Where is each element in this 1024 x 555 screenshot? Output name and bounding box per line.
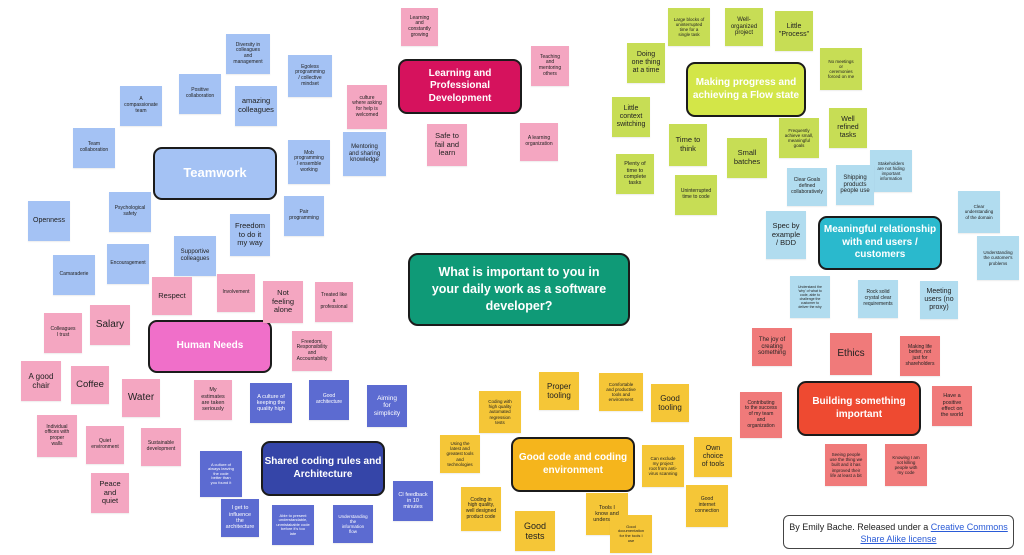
sticky-note-shipping-products-people-use[interactable]: Shipping products people use — [836, 165, 874, 205]
hub-teamwork[interactable]: Teamwork — [153, 147, 277, 200]
sticky-note-treated-like-a-professional[interactable]: Treated like a professional — [315, 282, 353, 322]
sticky-note-water[interactable]: Water — [122, 379, 160, 417]
sticky-note-making-life-better-not-just-for-sharehol[interactable]: Making life better, not just for shareho… — [900, 336, 940, 376]
sticky-note-respect[interactable]: Respect — [152, 277, 192, 315]
sticky-note-coding-with-high-quality-automated-regre[interactable]: Coding with high quality automated regre… — [479, 391, 521, 433]
license-link[interactable]: Creative Commons Share Alike license — [860, 522, 1008, 544]
sticky-note-i-get-to-influence-the-architecture[interactable]: I get to influence the architecture — [221, 499, 259, 537]
sticky-note-understanding-the-information-flow[interactable]: Understanding the information flow — [333, 505, 373, 543]
sticky-note-using-the-latest-and-greatest-tools-and-[interactable]: Using the latest and greatest tools and … — [440, 435, 480, 473]
sticky-note-good-tooling[interactable]: Good tooling — [651, 384, 689, 422]
sticky-note-well-organized-project[interactable]: Well- organized project — [725, 8, 763, 46]
sticky-note-own-choice-of-tools[interactable]: Own choice of tools — [694, 437, 732, 477]
sticky-note-a-compassionate-team[interactable]: A compassionate team — [120, 86, 162, 126]
sticky-note-have-a-positive-effect-on-the-world[interactable]: Have a positive effect on the world — [932, 386, 972, 426]
hub-meaningful[interactable]: Building something important — [797, 381, 921, 436]
sticky-note-salary[interactable]: Salary — [90, 305, 130, 345]
sticky-note-amazing-colleagues[interactable]: amazing colleagues — [235, 86, 277, 126]
sticky-note-coding-in-high-quality-well-designed-pro[interactable]: Coding in high quality, well designed pr… — [461, 487, 501, 531]
credit-text: By Emily Bache. Released under a — [789, 522, 931, 532]
sticky-note-coffee[interactable]: Coffee — [71, 366, 109, 404]
sticky-note-spec-by-example-bdd[interactable]: Spec by example / BDD — [766, 211, 806, 259]
sticky-note-a-good-chair[interactable]: A good chair — [21, 361, 61, 401]
sticky-note-the-joy-of-creating-something[interactable]: The joy of creating something — [752, 328, 792, 366]
sticky-note-freedom-responsibility-and-accountabilit[interactable]: Freedom, Responsibility and Accountabili… — [292, 331, 332, 371]
sticky-note-mentoring-and-sharing-knowledge[interactable]: Mentoring and sharing knowledge — [343, 132, 386, 176]
sticky-note-my-estimates-are-taken-seriously[interactable]: My estimates are taken seriously — [194, 380, 232, 420]
sticky-note-camaraderie[interactable]: Camaraderie — [53, 255, 95, 295]
sticky-note-not-feeling-alone[interactable]: Not feeling alone — [263, 281, 303, 323]
credit-box: By Emily Bache. Released under a Creativ… — [783, 515, 1014, 549]
sticky-note-understanding-the-customer-s-problems[interactable]: Understanding the customer's problems — [977, 236, 1019, 280]
sticky-note-no-meetings-or-ceremonies-forced-on-me[interactable]: No meetings or ceremonies forced on me — [820, 48, 862, 90]
sticky-note-uninterrupted-time-to-code[interactable]: Uninterrupted time to code — [675, 175, 717, 215]
sticky-note-plenty-of-time-to-complete-tasks[interactable]: Plenty of time to complete tasks — [616, 154, 654, 194]
sticky-note-good-tests[interactable]: Good tests — [515, 511, 555, 551]
sticky-note-a-culture-of-keeping-the-quality-high[interactable]: A culture of keeping the quality high — [250, 383, 292, 423]
sticky-note-frequently-achieve-small-meaningful-goal[interactable]: Frequently achieve small, meaningful goa… — [779, 118, 819, 158]
sticky-note-proper-tooling[interactable]: Proper tooling — [539, 372, 579, 410]
sticky-note-good-architecture[interactable]: Good architecture — [309, 380, 349, 420]
sticky-note-safe-to-fail-and-learn[interactable]: Safe to fail and learn — [427, 124, 467, 166]
sticky-note-a-culture-of-always-leaving-the-code-bet[interactable]: A culture of always leaving the code bet… — [200, 451, 242, 497]
sticky-note-colleagues-i-trust[interactable]: Colleagues I trust — [44, 313, 82, 353]
hub-shared-rules[interactable]: Shared coding rules and Architecture — [261, 441, 385, 496]
sticky-note-clear-understanding-of-the-domain[interactable]: Clear understanding of the domain — [958, 191, 1000, 233]
sticky-note-little-context-switching[interactable]: Little context switching — [612, 97, 650, 137]
sticky-note-knowing-i-am-not-killing-people-with-my-[interactable]: Knowing I am not killing people with my … — [885, 444, 927, 486]
sticky-note-stakeholders-are-not-hiding-important-in[interactable]: Stakeholders are not hiding important in… — [870, 150, 912, 192]
sticky-note-good-documentation-for-the-tools-i-use[interactable]: Good documentation for the tools I use — [610, 515, 652, 553]
sticky-note-rock-solid-crystal-clear-requirements[interactable]: Rock solid crystal clear requirements — [858, 280, 898, 318]
sticky-note-mob-programming-ensemble-working[interactable]: Mob programming / ensemble working — [288, 140, 330, 184]
sticky-note-time-to-think[interactable]: Time to think — [669, 124, 707, 166]
sticky-note-pair-programming[interactable]: Pair programming — [284, 196, 324, 236]
hub-end-users[interactable]: Meaningful relationship with end users /… — [818, 216, 942, 270]
sticky-note-individual-offices-with-proper-walls[interactable]: Individual offices with proper walls — [37, 415, 77, 457]
sticky-note-ci-feedback-in-10-minutes[interactable]: CI feedback in 10 minutes — [393, 481, 433, 521]
sticky-note-clear-goals-defined-collaboratively[interactable]: Clear Goals defined collaboratively — [787, 168, 827, 206]
sticky-note-quiet-environment[interactable]: Quiet environment — [86, 426, 124, 464]
sticky-note-seeing-people-use-the-thing-we-built-and[interactable]: Seeing people use the thing we built and… — [825, 444, 867, 486]
sticky-note-small-batches[interactable]: Small batches — [727, 138, 767, 178]
sticky-note-freedom-to-do-it-my-way[interactable]: Freedom to do it my way — [230, 214, 270, 256]
sticky-note-egoless-programming-collective-mindset[interactable]: Egoless programming / collective mindset — [288, 55, 332, 97]
sticky-note-comfortable-and-productive-tools-and-env[interactable]: Comfortable and productive tools and env… — [599, 373, 643, 411]
sticky-note-well-refined-tasks[interactable]: Well refined tasks — [829, 108, 867, 148]
sticky-note-positive-collaboration[interactable]: Positive collaboration — [179, 74, 221, 114]
sticky-note-sustainable-development[interactable]: Sustainable development — [141, 428, 181, 466]
sticky-note-team-collaboration[interactable]: Team collaboration — [73, 128, 115, 168]
hub-flow[interactable]: Making progress and achieving a Flow sta… — [686, 62, 806, 117]
sticky-note-good-internet-connection[interactable]: Good internet connection — [686, 485, 728, 527]
sticky-note-psychological-safety[interactable]: Psychological safety — [109, 192, 151, 232]
sticky-note-able-to-present-understandable-unmistaka[interactable]: Able to present understandable, unmistak… — [272, 505, 314, 545]
sticky-note-contributing-to-the-success-of-my-team-a[interactable]: Contributing to the success of my team a… — [740, 392, 782, 438]
sticky-note-openness[interactable]: Openness — [28, 201, 70, 241]
central-question[interactable]: What is important to you in your daily w… — [408, 253, 630, 326]
sticky-note-understand-the-why-of-what-to-code-able-[interactable]: Understand the 'why' of what to code, ab… — [790, 276, 830, 318]
sticky-note-meeting-users-no-proxy[interactable]: Meeting users (no proxy) — [920, 281, 958, 319]
hub-good-code[interactable]: Good code and coding environment — [511, 437, 635, 492]
sticky-note-encouragement[interactable]: Encouragement — [107, 244, 149, 284]
sticky-note-learning-and-constantly-growing[interactable]: Learning and constantly growing — [401, 8, 438, 46]
sticky-note-little-process[interactable]: Little "Process" — [775, 11, 813, 51]
sticky-note-can-exclude-my-project-root-from-anti-vi[interactable]: Can exclude my project root from anti- v… — [642, 445, 684, 487]
sticky-note-ethics[interactable]: Ethics — [830, 333, 872, 375]
hub-human-needs[interactable]: Human Needs — [148, 320, 272, 373]
sticky-note-diversity-in-colleagues-and-management[interactable]: Diversity in colleagues and management — [226, 34, 270, 74]
sticky-note-a-learning-organization[interactable]: A learning organization — [520, 123, 558, 161]
sticky-note-aiming-for-simplicity[interactable]: Aiming for simplicity — [367, 385, 407, 427]
sticky-note-involvement[interactable]: Involvement — [217, 274, 255, 312]
sticky-note-teaching-and-mentoring-others[interactable]: Teaching and mentoring others — [531, 46, 569, 86]
sticky-note-culture-where-asking-for-help-is-welcome[interactable]: culture where asking for help is welcome… — [347, 85, 387, 129]
sticky-note-peace-and-quiet[interactable]: Peace and quiet — [91, 473, 129, 513]
sticky-note-supportive-colleagues[interactable]: Supportive colleagues — [174, 236, 216, 276]
sticky-note-doing-one-thing-at-a-time[interactable]: Doing one thing at a time — [627, 43, 665, 83]
hub-learning[interactable]: Learning and Professional Development — [398, 59, 522, 114]
sticky-note-large-blocks-of-uninterrupted-time-for-a[interactable]: Large blocks of uninterrupted time for a… — [668, 8, 710, 46]
